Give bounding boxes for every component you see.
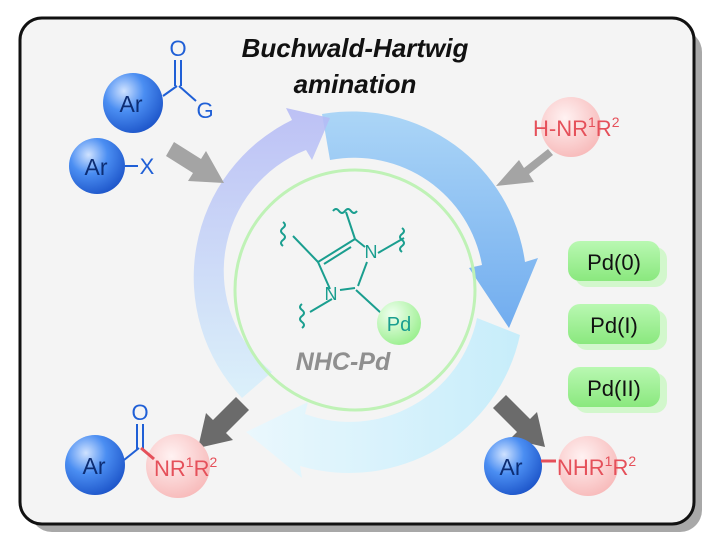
pd-oxidation-states: Pd(0) Pd(I) Pd(II) [568,241,667,413]
aryl-label-carbonyl: Ar [120,91,143,117]
pd-ball [377,301,421,345]
pd-box-0 [568,241,660,281]
arrow-to-amide [198,397,249,448]
nhc-sub-right [377,237,405,254]
pd-state-1: Pd(I) [590,313,638,338]
nhc-sub-top [345,211,356,240]
nhc-bond-top-n [354,238,366,248]
arrow-amine-in [496,149,553,186]
amide-bond-n [140,446,155,461]
nhc-bond-n-c2 [357,261,368,287]
reagent-amine: H-NR1R2 [533,97,620,157]
halide-x: X [140,154,155,179]
nhc-n-top: N [365,242,378,262]
carbonyl-oxygen: O [169,36,186,61]
nhc-sub-left [292,235,319,263]
nhc-bond-c2-n [339,287,356,291]
product-amide: Ar O NR1R2 [65,400,217,498]
nhc-double-bond [323,246,352,265]
gray-arrows [166,142,553,186]
aryl-ball-halide [69,138,125,194]
wavy-left [280,221,286,247]
title-line1: Buchwald-Hartwig [242,33,469,63]
arylamine-aryl-label: Ar [500,454,523,480]
frame-border [18,16,696,526]
product-arrows [198,395,545,448]
aryl-ball-carbonyl [103,73,163,133]
amide-aryl-label: Ar [83,453,106,479]
catalytic-cycle [193,108,538,478]
arylamine-formula: NHR1R2 [557,453,636,480]
title-line2: amination [294,69,417,99]
nhc-n-left: N [325,284,338,304]
reagent-aryl-carbonyl: Ar O G [103,36,214,133]
pd-state-2: Pd(II) [587,376,641,401]
product-arylamine: Ar NHR1R2 [484,436,636,496]
amide-bond-ar [123,447,140,461]
nhc-sub-bottom [309,298,333,313]
carbonyl-bond-ar [162,85,178,97]
catalyst-label: NHC-Pd [296,348,391,376]
pd-box-1 [568,304,660,344]
reagent-aryl-halide: Ar X [69,138,155,194]
pd-label: Pd [387,314,411,336]
cycle-arc-right [322,111,538,328]
amine-ball [541,97,601,157]
arrow-reagents-in [166,142,224,183]
amide-formula: NR1R2 [154,454,217,481]
wavy-right [399,227,405,253]
pd-state-0: Pd(0) [587,250,641,275]
wavy-bottom [299,303,305,329]
amine-formula: H-NR1R2 [533,114,620,141]
aryl-label-halide: Ar [85,154,108,180]
amide-amine-ball [146,434,210,498]
arylamine-amine-ball [558,436,618,496]
inner-ring [233,168,477,412]
amide-aryl-ball [65,435,125,495]
nhc-pd-structure [280,208,405,329]
arylamine-aryl-ball [484,437,542,495]
arrow-to-arylamine [493,395,545,447]
wavy-top [332,208,358,214]
pd-box-2 [568,367,660,407]
cycle-arc-left [193,108,330,398]
carbonyl-bond-g [178,85,197,102]
carbonyl-group-g: G [196,98,213,123]
nhc-bond-c2-pd [355,289,382,314]
amide-oxygen: O [131,400,148,425]
cycle-arc-bottom [246,318,520,478]
